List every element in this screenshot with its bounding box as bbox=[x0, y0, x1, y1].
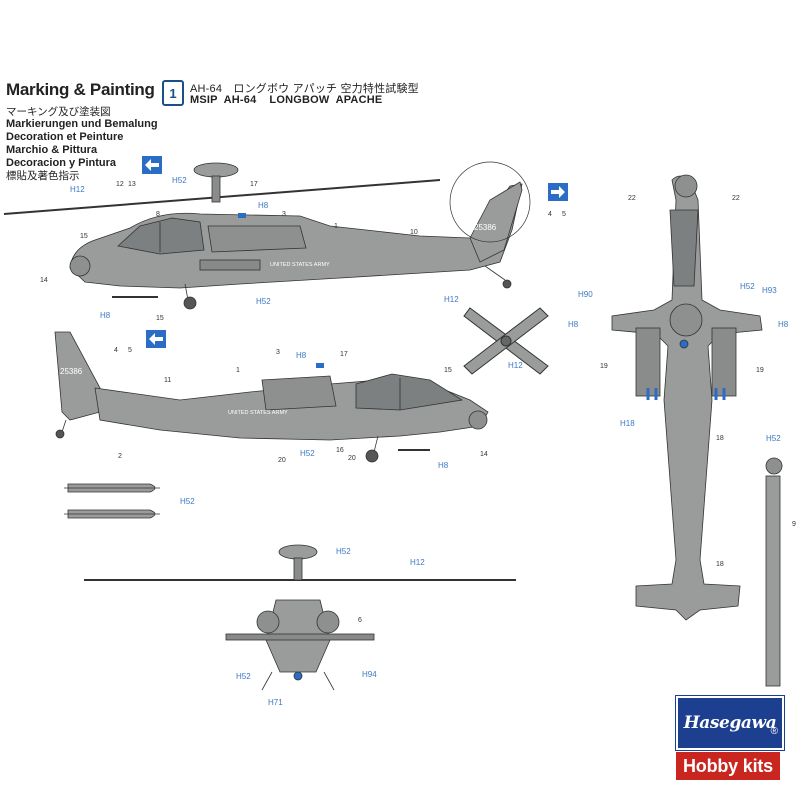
title-french: Decoration et Peinture bbox=[6, 131, 124, 143]
paint-code-label: H8 bbox=[258, 201, 269, 210]
front-view bbox=[84, 544, 516, 691]
decal-callouts: 12 13 17 3 8 1 10 15 14 15 4 5 4 5 11 1 … bbox=[40, 181, 796, 624]
decal-number: 9 bbox=[792, 521, 796, 528]
paint-code-label: H52 bbox=[172, 176, 187, 185]
decal-number: 15 bbox=[444, 367, 452, 374]
decal-number: 19 bbox=[600, 363, 608, 370]
brand-tagline: Hobby kits bbox=[682, 755, 773, 776]
paint-code-label: H52 bbox=[766, 434, 781, 443]
decal-number: 1 bbox=[236, 367, 240, 374]
decal-number: 15 bbox=[80, 233, 88, 240]
title-chinese: 標貼及著色指示 bbox=[6, 170, 80, 182]
paint-code-label: H94 bbox=[362, 670, 377, 679]
left-side-view bbox=[54, 331, 489, 463]
paint-code-label: H12 bbox=[70, 185, 85, 194]
title-italian: Marchio & Pittura bbox=[6, 144, 98, 156]
decal-number: 2 bbox=[118, 453, 122, 460]
title-japanese: マーキング及び塗装図 bbox=[6, 106, 111, 118]
title-german: Markierungen und Bemalung bbox=[6, 118, 158, 130]
decal-number: 10 bbox=[410, 229, 418, 236]
decal-number: 11 bbox=[164, 377, 171, 384]
missile-pods bbox=[64, 483, 160, 519]
paint-code-label: H93 bbox=[762, 286, 777, 295]
hasegawa-brand-block: Hasegawa ® Hobby kits bbox=[676, 696, 784, 786]
hasegawa-logo: Hasegawa bbox=[676, 696, 784, 750]
tail-rotor-cross bbox=[463, 307, 549, 375]
paint-code-label: H90 bbox=[578, 290, 593, 299]
hobby-kits-banner: Hobby kits bbox=[676, 752, 780, 780]
right-side-view bbox=[3, 161, 531, 310]
paint-code-label: H52 bbox=[256, 297, 271, 306]
decal-number: 4 bbox=[548, 211, 552, 218]
paint-code-label: H52 bbox=[300, 449, 315, 458]
paint-code-label: H8 bbox=[296, 351, 307, 360]
top-view bbox=[611, 174, 763, 621]
decal-number: 17 bbox=[250, 181, 258, 188]
decal-number: 16 bbox=[336, 447, 344, 454]
decal-number: 3 bbox=[276, 349, 280, 356]
tail-serial-marking: 25386 bbox=[474, 223, 497, 232]
paint-code-label: H8 bbox=[568, 320, 579, 329]
decal-number: 19 bbox=[756, 367, 764, 374]
tail-serial-marking-left: 25386 bbox=[60, 367, 83, 376]
decal-number: 15 bbox=[156, 315, 164, 322]
variant-name-japanese: AH-64 ロングボウ アパッチ 空力特性試験型 bbox=[190, 83, 419, 95]
decal-number: 5 bbox=[128, 347, 132, 354]
paint-code-label: H52 bbox=[740, 282, 755, 291]
registered-mark: ® bbox=[770, 726, 778, 737]
decal-number: 5 bbox=[562, 211, 566, 218]
decal-number: 20 bbox=[348, 455, 356, 462]
decal-number: 1 bbox=[334, 223, 338, 230]
paint-code-labels: H12 H52 H8 H8 H52 H12 H12 H8 H52 H8 H52 … bbox=[70, 176, 789, 707]
paint-code-label: H12 bbox=[508, 361, 523, 370]
decal-number: 20 bbox=[278, 457, 286, 464]
decal-number: 22 bbox=[732, 195, 740, 202]
paint-code-label: H52 bbox=[236, 672, 251, 681]
paint-code-label: H8 bbox=[778, 320, 789, 329]
decal-number: 14 bbox=[480, 451, 488, 458]
paint-code-label: H71 bbox=[268, 698, 283, 707]
variant-number-badge: 1 bbox=[162, 80, 184, 106]
paint-code-label: H8 bbox=[100, 311, 111, 320]
side-army-marking: UNITED STATES ARMY bbox=[270, 262, 330, 268]
decal-number: 6 bbox=[358, 617, 362, 624]
decal-number: 12 bbox=[116, 181, 124, 188]
decal-number: 3 bbox=[282, 211, 286, 218]
page-title: Marking & Painting bbox=[6, 80, 155, 99]
decal-number: 18 bbox=[716, 561, 724, 568]
paint-code-label: H52 bbox=[180, 497, 195, 506]
paint-code-label: H8 bbox=[438, 461, 449, 470]
decal-number: 4 bbox=[114, 347, 118, 354]
rotor-blade-detail bbox=[765, 457, 783, 687]
paint-code-label: H12 bbox=[444, 295, 459, 304]
brand-name: Hasegawa bbox=[683, 713, 777, 733]
title-spanish: Decoracion y Pintura bbox=[6, 157, 117, 169]
decal-number: 14 bbox=[40, 277, 48, 284]
decal-number: 18 bbox=[716, 435, 724, 442]
side-army-marking-left: UNITED STATES ARMY bbox=[228, 410, 288, 416]
decal-number: 8 bbox=[156, 211, 160, 218]
paint-code-label: H18 bbox=[620, 419, 635, 428]
decal-number: 17 bbox=[340, 351, 348, 358]
decal-number: 13 bbox=[128, 181, 136, 188]
paint-code-label: H12 bbox=[410, 558, 425, 567]
decal-number: 22 bbox=[628, 195, 636, 202]
paint-code-label: H52 bbox=[336, 547, 351, 556]
variant-name-english: MSIP AH-64 LONGBOW APACHE bbox=[190, 94, 383, 106]
